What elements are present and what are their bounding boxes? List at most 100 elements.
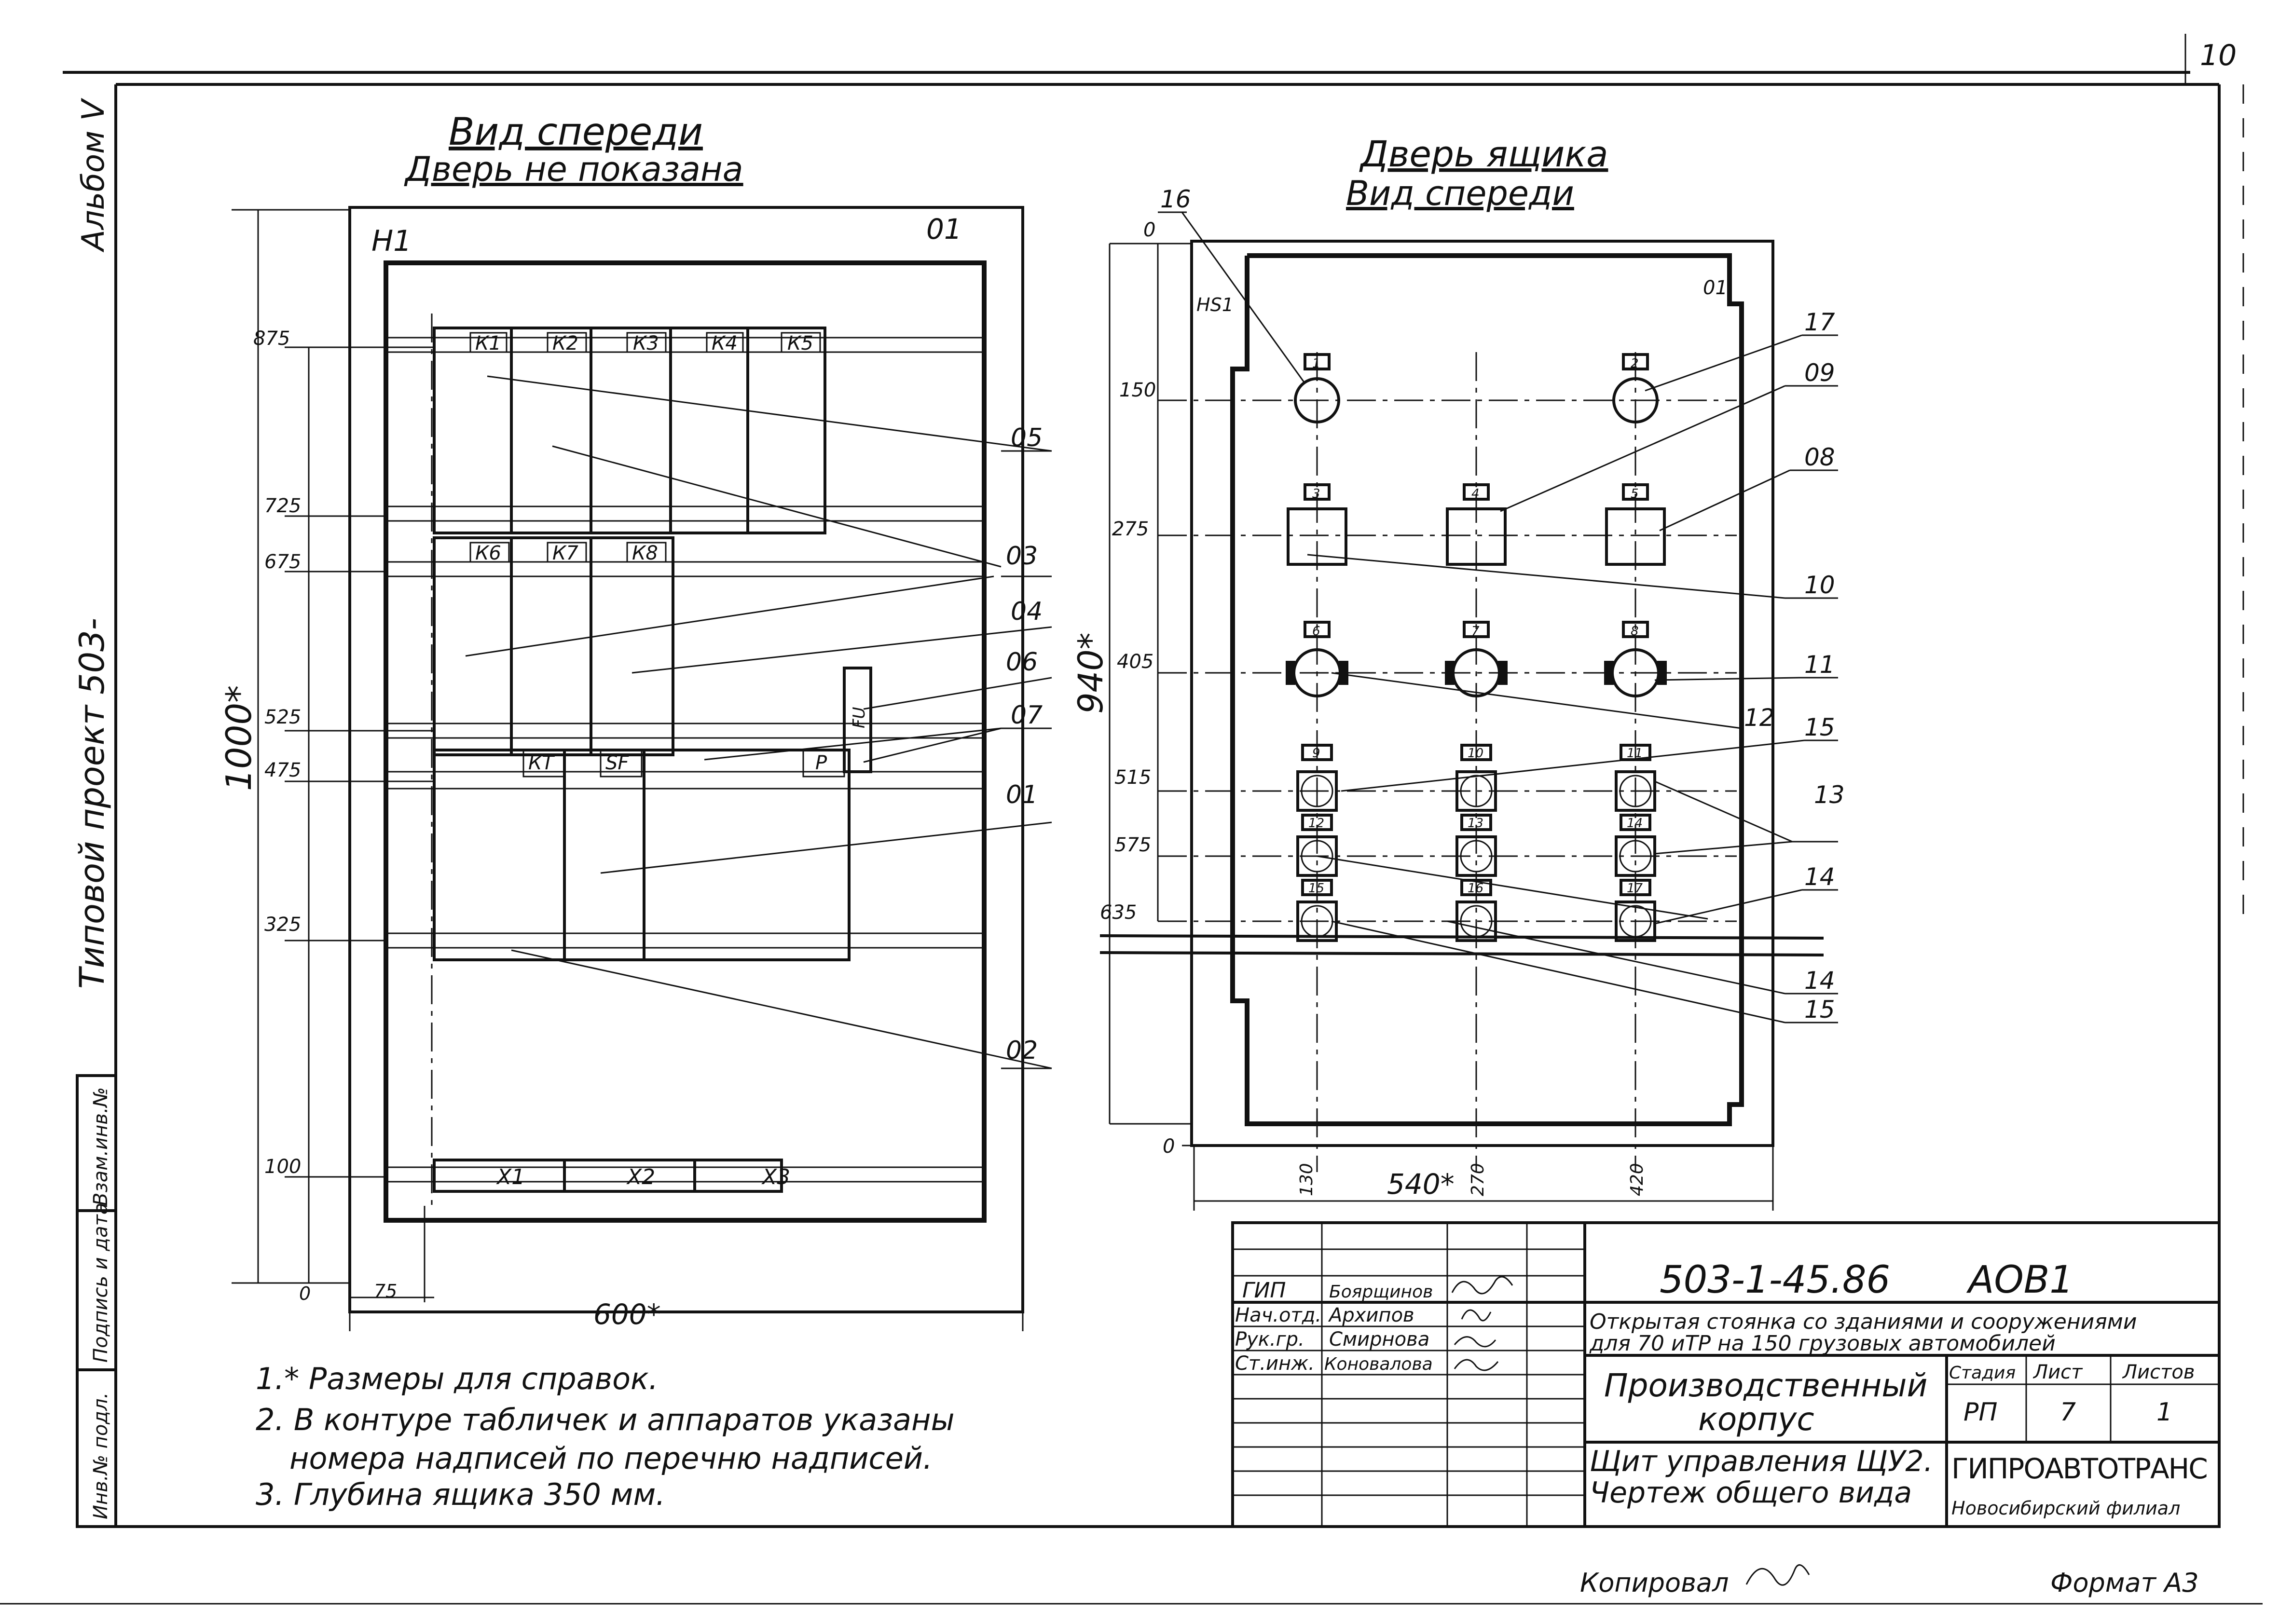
tb-name-2: Архипов xyxy=(1328,1304,1414,1326)
relay-k2: К2 xyxy=(552,332,578,355)
tb-sheets-label: Листов xyxy=(2122,1361,2195,1383)
rotary-switches xyxy=(1286,621,1667,697)
front-dimensions xyxy=(232,209,1024,1331)
callout-17: 17 xyxy=(1804,308,1835,336)
title-block xyxy=(1231,1221,2221,1528)
callout-06: 06 xyxy=(1006,648,1038,677)
note-1: 1.* Размеры для справок. xyxy=(256,1361,658,1396)
device-sf: SF xyxy=(605,752,629,774)
front-view-cabinet xyxy=(348,206,1024,1313)
tb-role-2: Нач.отд. xyxy=(1235,1304,1321,1326)
callout-05: 05 xyxy=(1011,423,1043,452)
tb-role-3: Рук.гр. xyxy=(1235,1328,1304,1351)
door-corner-left: HS1 xyxy=(1196,294,1234,315)
plate-16: 16 xyxy=(1468,881,1483,896)
plate-10: 10 xyxy=(1468,746,1483,761)
copier-signature xyxy=(1745,1564,1810,1586)
front-level-525: 525 xyxy=(264,706,301,728)
callout-01: 01 xyxy=(1006,780,1038,809)
door-level-635: 635 xyxy=(1100,901,1137,924)
note-3: 3. Глубина ящика 350 мм. xyxy=(256,1477,665,1512)
front-corner-left: Н1 xyxy=(371,224,412,258)
front-overall-width: 600* xyxy=(593,1298,661,1331)
tb-role-1: ГИП xyxy=(1242,1278,1286,1303)
door-level-515: 515 xyxy=(1114,766,1151,789)
front-level-875: 875 xyxy=(253,328,290,350)
plate-5: 5 xyxy=(1631,487,1639,501)
door-col-270: 270 xyxy=(1468,1163,1488,1196)
callout-13: 13 xyxy=(1814,781,1845,809)
plate-13: 13 xyxy=(1468,816,1483,831)
relay-k8: К8 xyxy=(632,542,658,564)
tb-sheet-label: Лист xyxy=(2032,1361,2083,1383)
tb-building-1: Производственный xyxy=(1604,1367,1927,1404)
front-view-title: Вид спереди xyxy=(449,110,703,154)
relay-k3: К3 xyxy=(633,332,659,355)
side-stamp xyxy=(76,1074,117,1528)
front-level-725: 725 xyxy=(264,495,301,517)
side-label-sign: Подпись и дата xyxy=(90,1203,112,1363)
tb-sheets: 1 xyxy=(2156,1398,2172,1427)
front-leaders xyxy=(465,375,1052,1069)
front-level-475: 475 xyxy=(264,759,301,781)
door-overall-height: 940* xyxy=(1071,632,1111,714)
sheet-frame xyxy=(0,34,2263,1605)
album-label: Альбом V xyxy=(76,97,111,253)
device-p: Р xyxy=(815,752,827,774)
relay-k7: К7 xyxy=(552,542,578,564)
callout-03: 03 xyxy=(1006,542,1038,571)
note-2: 2. В контуре табличек и аппаратов указан… xyxy=(256,1402,955,1437)
plate-1: 1 xyxy=(1312,356,1320,371)
callout-08: 08 xyxy=(1804,443,1835,471)
plate-14: 14 xyxy=(1627,816,1643,831)
front-view-subtitle: Дверь не показана xyxy=(404,150,743,189)
terminal-x2: X2 xyxy=(626,1165,655,1189)
door-overall-width: 540* xyxy=(1387,1168,1455,1201)
door-col-130: 130 xyxy=(1297,1163,1317,1196)
door-col-420: 420 xyxy=(1627,1163,1647,1196)
relay-k1: К1 xyxy=(475,332,501,355)
plate-3: 3 xyxy=(1312,487,1320,501)
tb-name-3: Смирнова xyxy=(1329,1328,1429,1351)
fuse-fu: FU xyxy=(850,707,869,728)
callout-12: 12 xyxy=(1744,704,1775,732)
relay-k6: К6 xyxy=(475,542,501,564)
door-view-subtitle: Вид спереди xyxy=(1346,174,1574,213)
callout-16: 16 xyxy=(1160,185,1191,213)
tb-drawing-2: Чертеж общего вида xyxy=(1590,1476,1912,1510)
plate-8: 8 xyxy=(1631,624,1639,639)
door-level-275: 275 xyxy=(1112,518,1149,540)
side-label-replace: Взам.инв.№ xyxy=(90,1087,112,1206)
tb-code: 503-1-45.86 xyxy=(1660,1258,1890,1302)
callout-07: 07 xyxy=(1011,701,1043,730)
tb-org-1: ГИПРОАВТОТРАНС xyxy=(1951,1452,2207,1485)
callout-15b: 15 xyxy=(1804,996,1835,1024)
door-leaders xyxy=(1158,211,1838,1024)
tb-object-1: Открытая стоянка со зданиями и сооружени… xyxy=(1590,1310,2137,1334)
callout-09: 09 xyxy=(1804,359,1835,387)
callout-14b: 14 xyxy=(1804,967,1835,995)
tb-name-1: Боярщинов xyxy=(1329,1282,1433,1302)
door-level-405: 405 xyxy=(1117,651,1153,673)
signal-lamps xyxy=(1296,744,1656,942)
front-level-100: 100 xyxy=(264,1156,301,1178)
callout-10: 10 xyxy=(1804,571,1835,599)
page-number: 10 xyxy=(2200,39,2237,72)
tb-sheet: 7 xyxy=(2060,1398,2076,1427)
tb-object-2: для 70 иТР на 150 грузовых автомобилей xyxy=(1589,1331,2056,1356)
door-level-150: 150 xyxy=(1119,379,1156,401)
door-origin-top: 0 xyxy=(1143,219,1155,241)
plate-2: 2 xyxy=(1631,356,1639,371)
front-level-675: 675 xyxy=(264,551,301,573)
note-2-cont: номера надписей по перечню надписей. xyxy=(289,1441,933,1476)
tb-sheet-code: АОВ1 xyxy=(1966,1258,2073,1302)
callout-02: 02 xyxy=(1006,1036,1038,1065)
front-offset-75: 75 xyxy=(374,1281,397,1302)
tb-drawing-1: Щит управления ЩУ2. xyxy=(1590,1445,1933,1478)
copied-label: Копировал xyxy=(1580,1568,1729,1598)
callout-15a: 15 xyxy=(1804,713,1835,741)
front-origin: 0 xyxy=(299,1283,311,1304)
door-panel xyxy=(1099,240,1824,1172)
callout-14a: 14 xyxy=(1804,863,1835,891)
